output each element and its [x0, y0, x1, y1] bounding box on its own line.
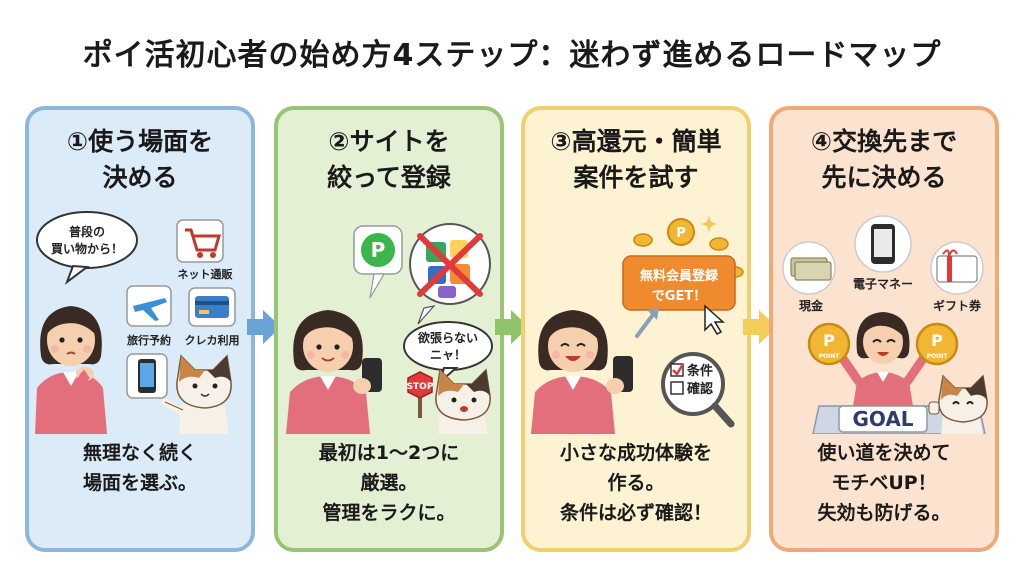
svg-text:無料会員登録: 無料会員登録: [640, 268, 719, 284]
arrow-right-icon: [743, 310, 777, 344]
step-card-1: ①使う場面を 決める 普段の 買い物から！ ネット通販 旅行予: [25, 106, 255, 552]
svg-text:でGET！: でGET！: [652, 289, 706, 304]
point-coin-icon: P POINT P POINT: [807, 322, 959, 366]
point-app-icon: P: [353, 225, 403, 299]
page-title: ポイ活初心者の始め方4ステップ：迷わず進めるロードマップ: [82, 38, 942, 73]
woman-smiling-illustration: [531, 310, 633, 434]
gift-card-icon: [930, 241, 984, 295]
bubble-line-1: 普段の: [69, 224, 105, 239]
step-3-heading: ③高還元・簡単 案件を試す: [550, 127, 722, 192]
svg-text:GOAL: GOAL: [852, 407, 913, 431]
gift-label: ギフト券: [933, 298, 982, 313]
credit-card-label: クレカ利用: [185, 333, 240, 347]
step-2-caption: 最初は1〜2つに 厳選。 管理をラクに。: [318, 442, 460, 524]
woman-with-phone-illustration: [286, 310, 382, 434]
step-3-caption: 小さな成功体験を 作る。 条件は必ず確認！: [559, 442, 712, 524]
cash-icon: [782, 241, 836, 295]
svg-text:P: P: [823, 331, 835, 350]
net-shopping-label: ネット通販: [178, 267, 234, 281]
step-2-heading: ②サイトを 絞って登録: [327, 127, 451, 192]
shopping-cart-icon: [176, 219, 224, 263]
svg-text:POINT: POINT: [819, 353, 841, 360]
stop-sign-icon: STOP: [407, 371, 434, 418]
arrow-right-icon: [495, 310, 529, 344]
emoney-label: 電子マネー: [853, 277, 913, 291]
svg-text:STOP: STOP: [407, 382, 434, 392]
svg-text:確認: 確認: [687, 381, 713, 397]
svg-text:POINT: POINT: [927, 353, 949, 360]
step-4-illustration: 現金 電子マネー ギフト券 GOAL: [773, 206, 995, 434]
smartphone-emoney-icon: [854, 215, 912, 273]
step-card-3: ③高還元・簡単 案件を試す P 無料会員登録 でGET！: [521, 106, 751, 552]
cat-illustration: [435, 368, 491, 434]
svg-text:条件: 条件: [687, 363, 713, 379]
step-card-4: ④交換先まで 先に決める 現金 電子マネー: [769, 106, 999, 552]
arrow-right-icon: [247, 310, 281, 344]
svg-text:欲張らない: 欲張らない: [417, 330, 478, 345]
svg-text:P: P: [371, 238, 386, 262]
credit-card-icon: [188, 287, 236, 327]
too-many-apps-crossed-icon: [409, 223, 491, 325]
point-coin-icon: P: [633, 216, 744, 278]
arrow-up-icon: [635, 308, 659, 338]
step-1-caption: 無理なく続く 場面を選ぶ。: [82, 442, 197, 494]
cat-thumbs-up-illustration: [928, 374, 988, 434]
step-1-illustration: 普段の 買い物から！ ネット通販 旅行予約 ク: [29, 206, 251, 434]
speech-bubble: 普段の 買い物から！: [36, 211, 138, 285]
cat-pointing-illustration: [161, 354, 232, 434]
cat-speech-bubble: 欲張らない ニャ！: [403, 321, 493, 385]
svg-text:P: P: [676, 226, 686, 241]
step-4-caption: 使い道を決めて モチベUP！ 失効も防げる。: [817, 442, 951, 524]
step-1-heading: ①使う場面を 決める: [66, 127, 214, 192]
step-2-illustration: P: [278, 206, 500, 434]
cash-label: 現金: [799, 298, 824, 313]
cursor-icon: [704, 304, 725, 335]
checklist-magnifier-icon: 条件 確認: [661, 352, 735, 428]
step-4-heading: ④交換先まで 先に決める: [810, 127, 958, 192]
step-card-2: ②サイトを 絞って登録 P: [274, 106, 504, 552]
svg-text:ニャ！: ニャ！: [430, 348, 466, 362]
airplane-icon: [126, 285, 172, 327]
svg-text:P: P: [931, 331, 943, 350]
bubble-line-2: 買い物から！: [51, 241, 123, 256]
smartphone-icon: [126, 353, 168, 399]
free-signup-offer-badge: 無料会員登録 でGET！: [622, 255, 736, 311]
woman-cheering-illustration: [832, 312, 934, 406]
step-3-illustration: P 無料会員登録 でGET！: [525, 206, 747, 434]
woman-thinking-illustration: [35, 306, 107, 434]
travel-label: 旅行予約: [127, 333, 171, 347]
